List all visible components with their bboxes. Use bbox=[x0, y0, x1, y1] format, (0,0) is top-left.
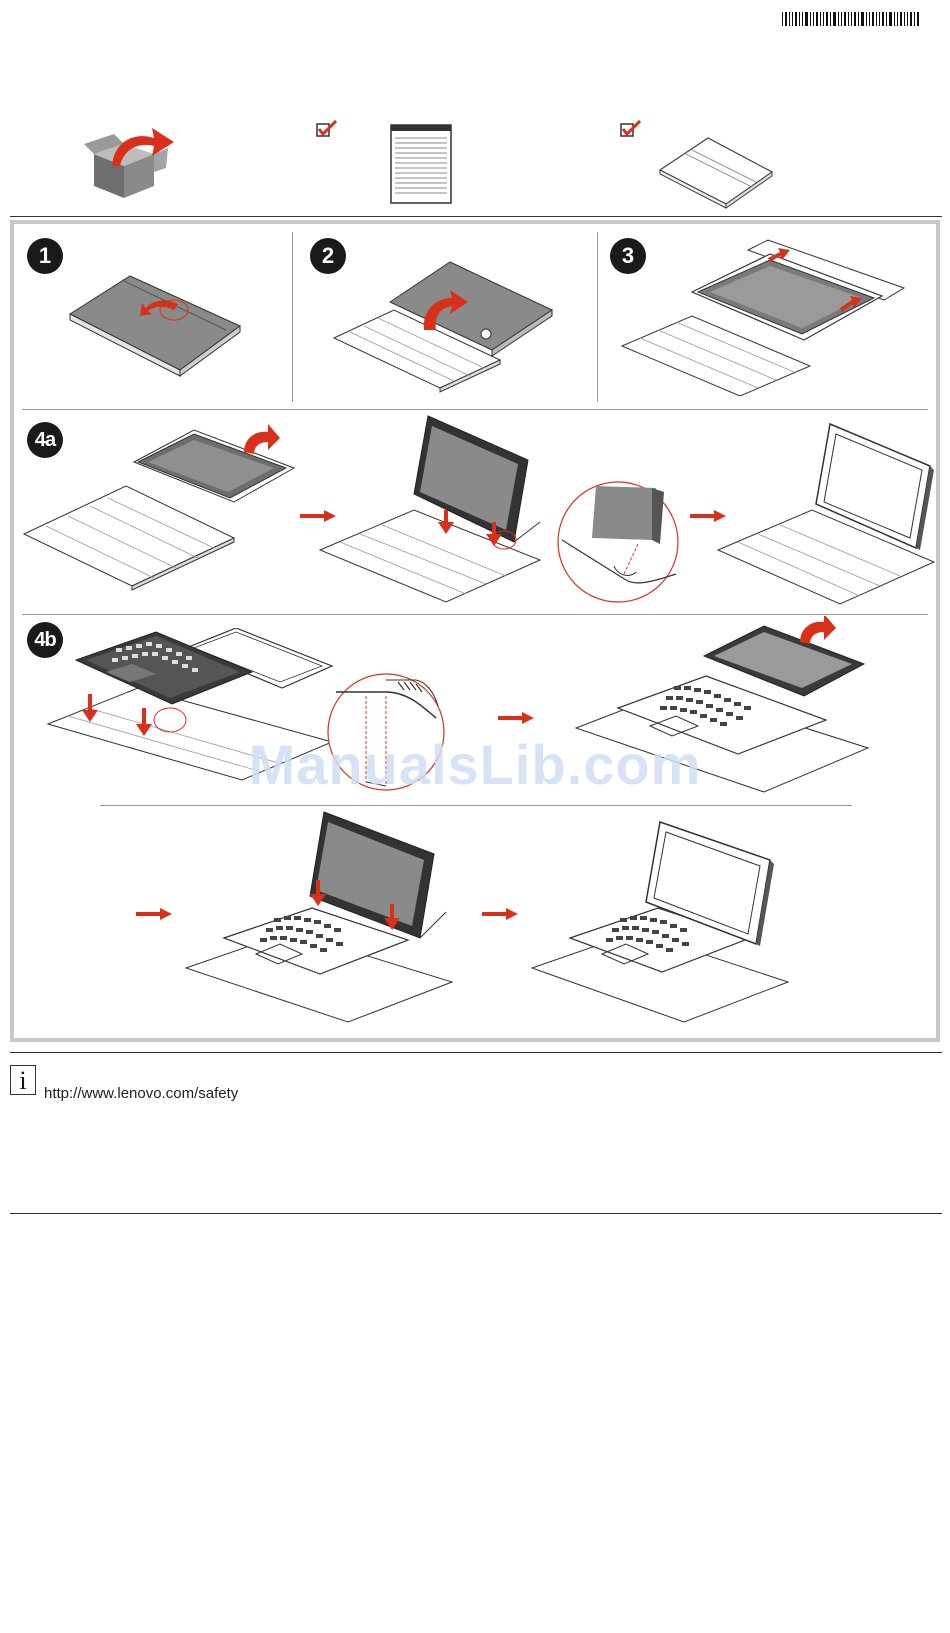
step-badge-1: 1 bbox=[27, 238, 63, 274]
folio-case-icon bbox=[656, 134, 776, 210]
step3-illustration bbox=[618, 236, 908, 396]
arrow-right-icon bbox=[498, 712, 534, 724]
step4a-tablet-stand bbox=[318, 412, 548, 608]
step2-illustration bbox=[330, 256, 560, 396]
arrow-right-icon bbox=[136, 908, 172, 920]
step4a-detail-zoom bbox=[556, 480, 680, 604]
booklet-icon bbox=[390, 124, 452, 204]
safety-link[interactable]: http://www.lenovo.com/safety bbox=[44, 1085, 238, 1102]
step4b-tablet-insert bbox=[184, 808, 456, 1028]
step1-illustration bbox=[66, 270, 246, 380]
arrow-right-icon bbox=[482, 908, 518, 920]
open-box-icon bbox=[84, 126, 176, 200]
watermark: ManualsLib.com bbox=[0, 732, 950, 797]
checkbox-checked-icon bbox=[316, 120, 338, 138]
barcode-icon bbox=[782, 12, 920, 26]
step4a-tablet-lifted bbox=[22, 422, 312, 598]
step4b-finished bbox=[530, 818, 792, 1028]
checkbox-checked-icon bbox=[620, 120, 642, 138]
info-icon: i bbox=[10, 1065, 36, 1095]
step4a-tablet-finished bbox=[716, 420, 936, 610]
